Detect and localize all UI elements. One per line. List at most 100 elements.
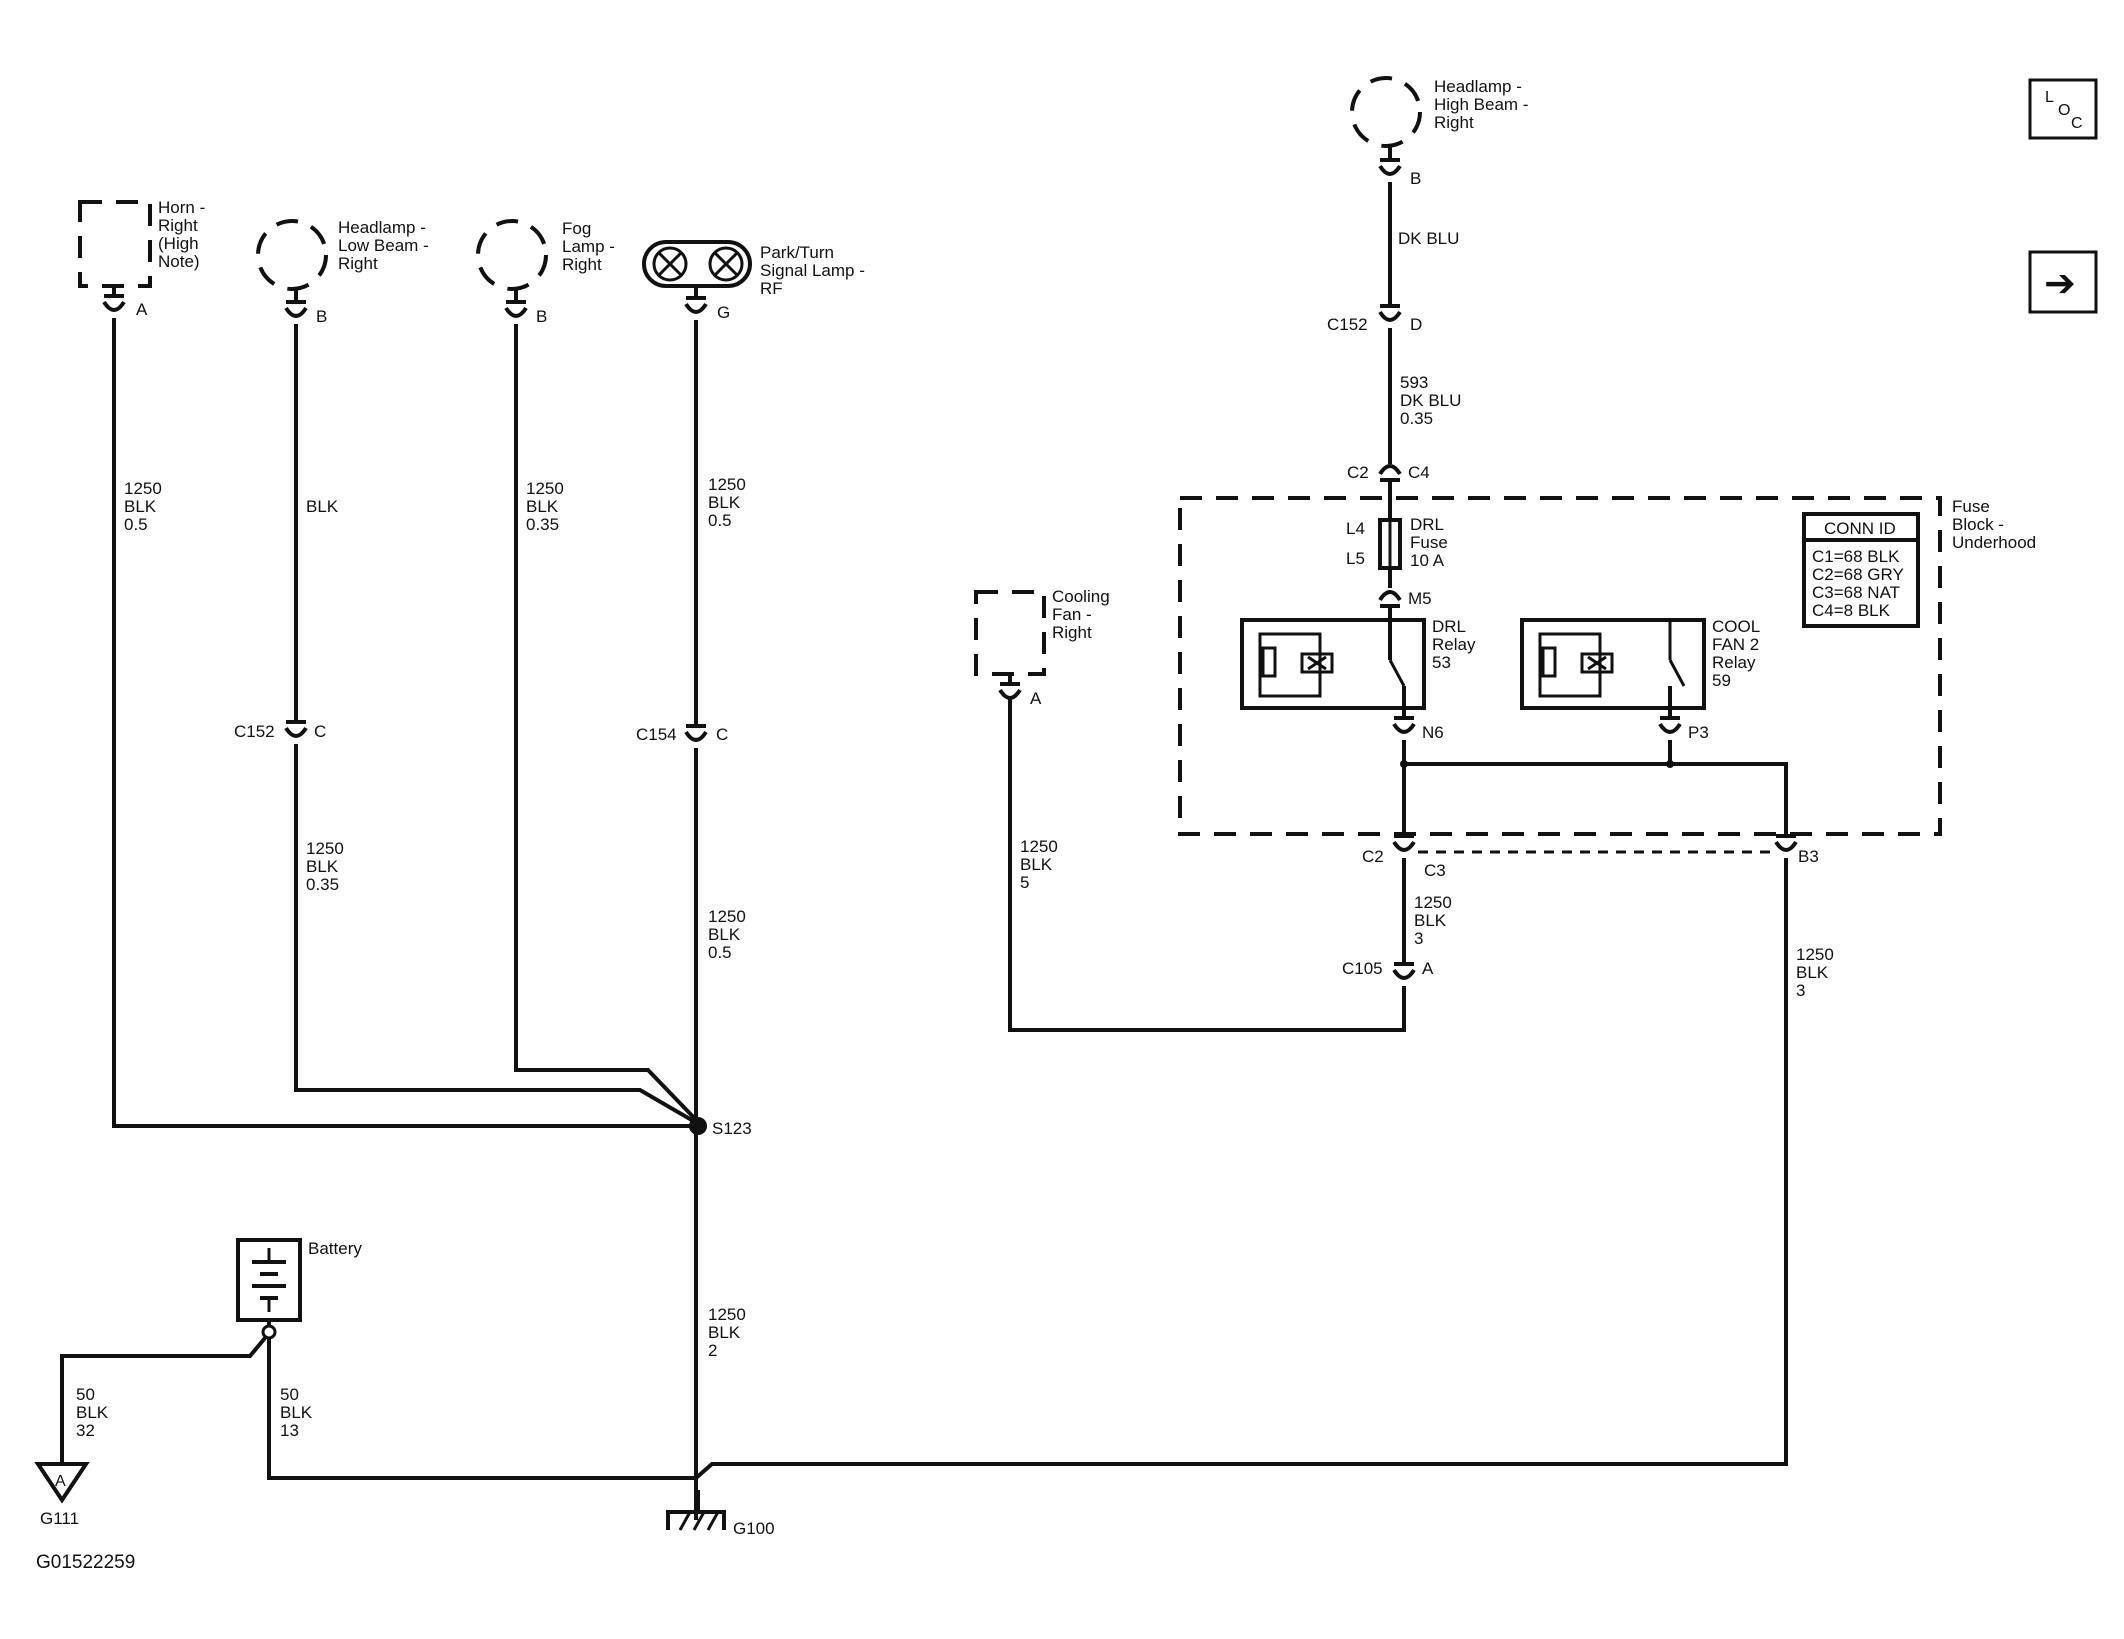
cool-fan-label-3: Relay [1712,653,1756,672]
b3-label: B3 [1798,847,1819,866]
g100-label: G100 [733,1519,775,1538]
fan-wire-color: BLK [1020,855,1053,874]
conn-row-4: C4=8 BLK [1812,601,1891,620]
horn-wire-circuit: 1250 [124,479,162,498]
diagram-id: G01522259 [36,1552,135,1573]
park-top-circuit: 1250 [708,475,746,494]
fog-wire-gauge: 0.35 [526,515,559,534]
battery: Battery [236,1238,362,1340]
cool-fan-label-2: FAN 2 [1712,635,1759,654]
drl-relay-label-3: 53 [1432,653,1451,672]
c105-id: C105 [1342,959,1383,978]
g111-letter: A [55,1473,66,1490]
high-beam-wire: DK BLU C152 D 593 DK BLU 0.35 C2 C4 [1327,182,1461,520]
low-bottom-gauge: 0.35 [306,875,339,894]
headlamp-low-label-2: Low Beam - [338,236,429,255]
c152-d-pin: D [1410,315,1422,334]
m5-label: M5 [1408,589,1432,608]
park-turn-lamp-rf: Park/Turn Signal Lamp - RF G [642,240,865,322]
fuse-block-label-2: Block - [1952,515,2004,534]
fog-lamp-right: Fog Lamp - Right B [476,219,615,326]
fog-label-1: Fog [562,219,591,238]
park-bottom-gauge: 0.5 [708,943,732,962]
c4-label: C4 [1408,463,1430,482]
conn-row-1: C1=68 BLK [1812,547,1900,566]
loc-c: C [2071,115,2083,132]
fan-wire-gauge: 5 [1020,873,1029,892]
headlamp-high-label-3: Right [1434,113,1474,132]
relay-output-wiring: N6 P3 [1392,708,1788,836]
ground-g111: A G111 [34,1462,90,1528]
drl-fuse: L4 L5 DRL Fuse 10 A M5 [1346,515,1448,660]
horn-label-4: Note) [158,252,200,271]
splice-s123: S123 [689,1117,752,1138]
batt-right-color: BLK [280,1403,313,1422]
drl-relay: DRL Relay 53 [1240,617,1476,710]
drl-fuse-label-2: Fuse [1410,533,1448,552]
ground-bus [694,864,1788,1480]
park-label-2: Signal Lamp - [760,261,865,280]
fog-wire-circuit: 1250 [526,479,564,498]
b3-wire-color: BLK [1796,963,1829,982]
park-label-3: RF [760,279,783,298]
conn-id-table: CONN ID C1=68 BLK C2=68 GRY C3=68 NAT C4… [1802,512,1920,628]
batt-left-gauge: 32 [76,1421,95,1440]
l4-label: L4 [1346,519,1365,538]
c2-left-label: C2 [1347,463,1369,482]
high-mid-gauge: 0.35 [1400,409,1433,428]
c154-c-pin: C [716,725,728,744]
arrow-right-icon: ➔ [2044,263,2076,305]
cooling-fan-pin: A [1030,689,1042,708]
c3-wire-color: BLK [1414,911,1447,930]
battery-wires: 50 BLK 32 50 BLK 13 [60,1336,696,1480]
batt-right-circuit: 50 [280,1385,299,1404]
location-button[interactable]: L O C [2028,78,2098,140]
left-wires [112,318,708,1520]
battery-label: Battery [308,1239,362,1258]
c152-c-id: C152 [234,722,275,741]
n6-label: N6 [1422,723,1444,742]
high-mid-color: DK BLU [1400,391,1461,410]
cooling-fan-right: Cooling Fan - Right A 1250 BLK 5 [974,587,1110,892]
c154-c-id: C154 [636,725,677,744]
fog-label-2: Lamp - [562,237,615,256]
conn-row-3: C3=68 NAT [1812,583,1900,602]
c152-d-id: C152 [1327,315,1368,334]
headlamp-low-pin: B [316,307,327,326]
cool-fan-relay: COOL FAN 2 Relay 59 [1520,617,1760,710]
batt-left-circuit: 50 [76,1385,95,1404]
main-ground-color: BLK [708,1323,741,1342]
conn-row-2: C2=68 GRY [1812,565,1904,584]
fan-wire-circuit: 1250 [1020,837,1058,856]
batt-left-color: BLK [76,1403,109,1422]
low-bottom-color: BLK [306,857,339,876]
drl-relay-label-1: DRL [1432,617,1466,636]
park-top-gauge: 0.5 [708,511,732,530]
park-bottom-circuit: 1250 [708,907,746,926]
low-wire-color: BLK [306,497,339,516]
c3-wire-circuit: 1250 [1414,893,1452,912]
next-page-button[interactable]: ➔ [2028,250,2098,314]
headlamp-high-pin: B [1410,169,1421,188]
fuse-block-label-1: Fuse [1952,497,1990,516]
b3-wire-gauge: 3 [1796,981,1805,1000]
c3-wire-gauge: 3 [1414,929,1423,948]
high-top-color: DK BLU [1398,229,1459,248]
headlamp-low-label-1: Headlamp - [338,218,426,237]
cooling-fan-label-2: Fan - [1052,605,1092,624]
splice-label: S123 [712,1119,752,1138]
high-mid-circuit: 593 [1400,373,1428,392]
c2-lower-label: C2 [1362,847,1384,866]
b3-wire-circuit: 1250 [1796,945,1834,964]
g111-label: G111 [40,1509,79,1528]
main-ground-gauge: 2 [708,1341,717,1360]
park-pin: G [717,303,730,322]
horn-wire-color: BLK [124,497,157,516]
lower-connectors: C2 C3 B3 C105 A 1250 BLK 3 1250 BLK 3 [1008,698,1834,1464]
fuse-block-label-3: Underhood [1952,533,2036,552]
park-bottom-color: BLK [708,925,741,944]
main-ground-circuit: 1250 [708,1305,746,1324]
fog-label-3: Right [562,255,602,274]
fog-wire-color: BLK [526,497,559,516]
